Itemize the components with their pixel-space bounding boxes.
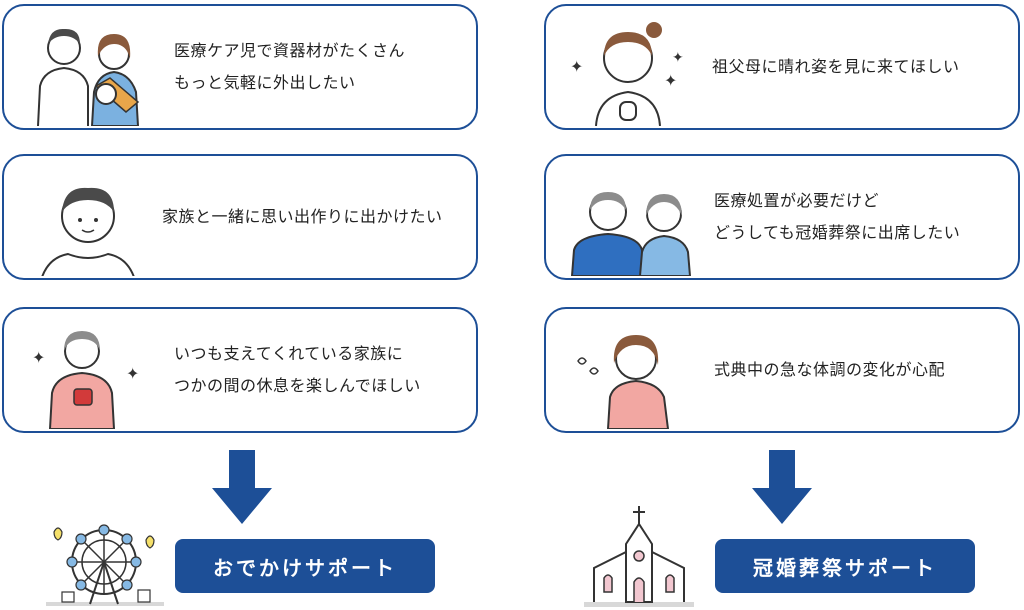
ceremony-support-badge: 冠婚葬祭サポート bbox=[715, 539, 975, 593]
church-icon bbox=[584, 506, 694, 607]
card-line-1: 祖父母に晴れ姿を見に来てほしい bbox=[712, 57, 960, 76]
card-ceremony-medical: 医療処置が必要だけど どうしても冠婚葬祭に出席したい bbox=[544, 154, 1020, 280]
svg-text:✦: ✦ bbox=[32, 348, 45, 367]
card-line-1: 医療処置が必要だけど bbox=[714, 191, 880, 210]
card-ceremony-worry: 式典中の急な体調の変化が心配 bbox=[544, 307, 1020, 433]
card-line-2: どうしても冠婚葬祭に出席したい bbox=[714, 223, 961, 242]
outing-support-badge: おでかけサポート bbox=[175, 539, 435, 593]
card-family-memories: 家族と一緒に思い出作りに出かけたい bbox=[2, 154, 478, 280]
elderly-couple-icon bbox=[570, 192, 692, 276]
card-line-1: いつも支えてくれている家族に bbox=[174, 344, 404, 363]
ferris-wheel-icon bbox=[46, 524, 164, 606]
card-text: 祖父母に晴れ姿を見に来てほしい bbox=[712, 6, 960, 128]
card-text: 式典中の急な体調の変化が心配 bbox=[714, 309, 945, 431]
svg-text:✦: ✦ bbox=[570, 57, 583, 76]
card-text: 医療処置が必要だけど どうしても冠婚葬祭に出席したい bbox=[714, 156, 960, 278]
card-outing-medical-child: 医療ケア児で資器材がたくさん もっと気軽に外出したい bbox=[2, 4, 478, 130]
svg-text:✦: ✦ bbox=[672, 50, 684, 66]
card-text: いつも支えてくれている家族に つかの間の休息を楽しんでほしい bbox=[174, 309, 421, 431]
card-line-2: もっと気軽に外出したい bbox=[174, 73, 356, 92]
card-text: 医療ケア児で資器材がたくさん もっと気軽に外出したい bbox=[174, 6, 405, 128]
card-line-1: 医療ケア児で資器材がたくさん bbox=[174, 41, 406, 60]
down-arrow-right-icon bbox=[752, 450, 812, 524]
worried-woman-icon bbox=[577, 335, 670, 429]
svg-text:✦: ✦ bbox=[126, 364, 139, 383]
card-line-1: 家族と一緒に思い出作りに出かけたい bbox=[162, 207, 443, 226]
elderly-with-flower-icon: ✦ ✦ bbox=[32, 331, 139, 429]
card-family-rest: ✦ ✦ いつも支えてくれている家族に つかの間の休息を楽しんでほしい bbox=[2, 307, 478, 433]
girl-praying-icon: ✦ ✦ ✦ bbox=[570, 22, 684, 126]
card-grandparents: ✦ ✦ ✦ 祖父母に晴れ姿を見に来てほしい bbox=[544, 4, 1020, 130]
down-arrow-left-icon bbox=[212, 450, 272, 524]
card-text: 家族と一緒に思い出作りに出かけたい bbox=[162, 156, 443, 278]
card-line-1: 式典中の急な体調の変化が心配 bbox=[714, 360, 946, 379]
child-icon bbox=[41, 187, 135, 276]
svg-text:✦: ✦ bbox=[664, 71, 677, 90]
card-line-2: つかの間の休息を楽しんでほしい bbox=[174, 376, 421, 395]
family-with-baby-icon bbox=[37, 28, 140, 126]
